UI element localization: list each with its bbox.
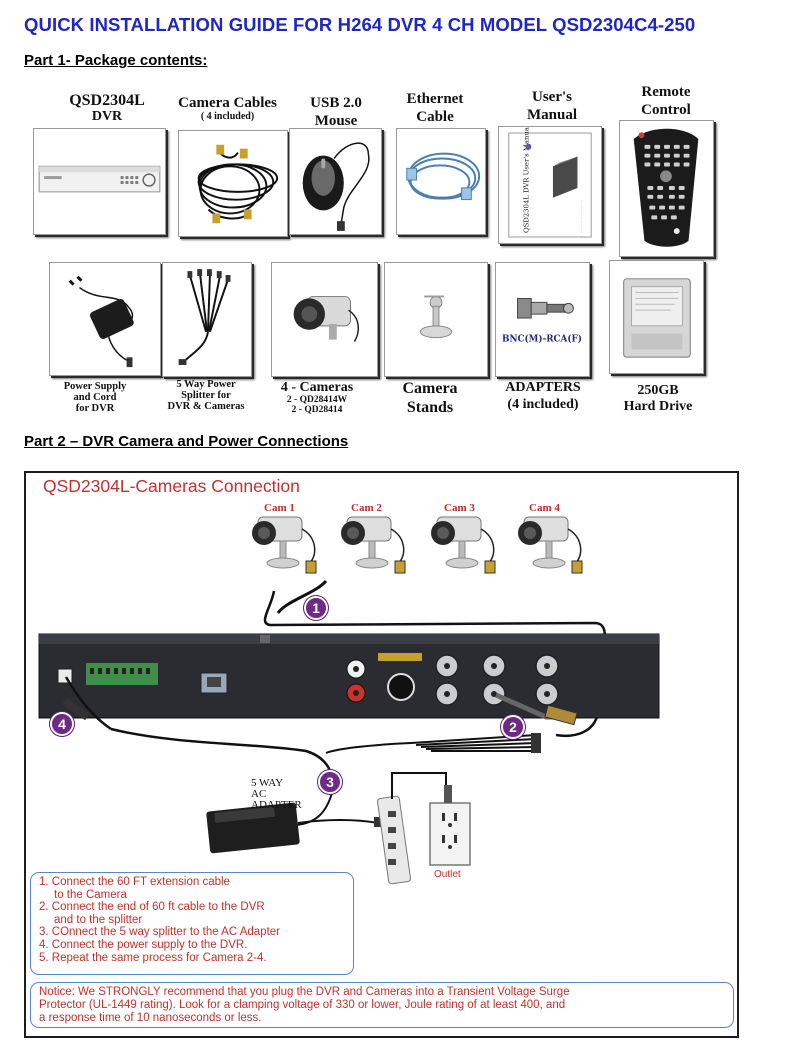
caption-line: DVR & Cameras (167, 401, 245, 413)
step-line: 4. Connect the power supply to the DVR. (39, 938, 248, 951)
caption-power-supply: Power Supply and Cord for DVR (49, 381, 141, 414)
caption-line: ( 4 included) (200, 110, 255, 122)
caption-camera-stands: Camera Stands (384, 379, 476, 417)
step-line: 2. Connect the end of 60 ft cable to the… (39, 901, 265, 914)
caption-line: (4 included) (507, 396, 579, 412)
step-line: to the Camera (54, 888, 127, 901)
adapter-label-line: AC (251, 788, 267, 800)
power-splitter-image (162, 262, 252, 377)
caption-line: Camera Cables (178, 95, 277, 111)
manual-spine-text: QSD2304L DVR User's Manual (522, 127, 530, 233)
caption-line: USB 2.0 (310, 95, 362, 111)
caption-power-splitter: 5 Way Power Splitter for DVR & Cameras (160, 379, 252, 412)
cam-label-3: Cam 3 (444, 502, 475, 514)
caption-cameras: 4 - Cameras 2 - QD28414W 2 - QD28414 (266, 380, 368, 416)
caption-line: 250GB (637, 383, 679, 398)
caption-line: 2 - QD28414W (286, 394, 348, 405)
cam-label-2: Cam 2 (351, 502, 382, 514)
notice-box: Notice: We STRONGLY recommend that you p… (30, 982, 734, 1028)
caption-line: QSD2304L (69, 92, 145, 109)
steps-box: 1. Connect the 60 FT extension cable to … (30, 872, 354, 975)
diagram-camera-3 (431, 516, 496, 574)
connection-diagram: QSD2304L-Cameras Connection Cam 1 Cam 2 … (24, 471, 739, 1038)
caption-users-manual: User's Manual (512, 88, 592, 124)
caption-dvr: QSD2304L DVR (52, 92, 162, 124)
step-line: and to the splitter (54, 913, 143, 926)
caption-usb-mouse: USB 2.0 Mouse (296, 94, 376, 130)
caption-line: 4 - Cameras (280, 380, 354, 395)
connection-diagram-art (38, 516, 660, 885)
usb-mouse-image (289, 128, 382, 235)
diagram-camera-2 (341, 516, 406, 574)
caption-line: Stands (406, 399, 454, 417)
caption-line: 5 Way Power (176, 379, 236, 390)
step-badge-3: 3 (318, 770, 342, 794)
caption-line: Power Supply (63, 381, 127, 392)
remote-control-image (619, 120, 714, 257)
camera-stand-image (384, 262, 488, 377)
caption-line: Cable (416, 109, 454, 125)
outlet-label: Outlet (434, 869, 461, 880)
caption-line: Manual (526, 107, 577, 123)
adapter-label-line: 5 WAY (251, 777, 284, 789)
cam-label-1: Cam 1 (264, 502, 295, 514)
part1-heading: Part 1- Package contents: (24, 52, 208, 69)
part2-heading: Part 2 – DVR Camera and Power Connection… (24, 433, 349, 450)
adapter-label: 5 WAY AC ADAPTER (251, 778, 302, 811)
step-line: 5. Repeat the same process for Camera 2-… (39, 951, 267, 964)
step-badge-4: 4 (50, 712, 74, 736)
caption-line: Control (641, 102, 691, 118)
power-supply-image (49, 262, 161, 376)
diagram-camera-1 (252, 516, 317, 574)
step-line: 1. Connect the 60 FT extension cable (39, 876, 230, 888)
document-title: QUICK INSTALLATION GUIDE FOR H264 DVR 4 … (24, 14, 696, 35)
caption-line: Hard Drive (623, 399, 693, 415)
caption-line: DVR (91, 108, 123, 124)
diagram-camera-4 (518, 516, 583, 574)
caption-line: 2 - QD28414 (291, 404, 343, 415)
caption-camera-cables: Camera Cables ( 4 included) (170, 95, 285, 122)
caption-line: Remote (641, 84, 691, 100)
bnc-adapter-image: BNC(M)-RCA(F) (495, 262, 590, 377)
caption-line: and Cord (73, 392, 117, 404)
step-badge-1: 1 (304, 596, 328, 620)
caption-ethernet-cable: Ethernet Cable (392, 90, 478, 126)
camera-image (271, 262, 378, 377)
caption-line: User's (532, 89, 572, 105)
caption-line: Ethernet (406, 91, 464, 107)
adapter-label-line: ADAPTER (251, 799, 302, 811)
caption-line: Mouse (314, 113, 358, 129)
notice-line: a response time of 10 nanoseconds or les… (39, 1012, 262, 1024)
caption-adapters: ADAPTERS (4 included) (490, 380, 596, 414)
caption-line: ADAPTERS (505, 380, 581, 395)
cam-label-4: Cam 4 (529, 502, 560, 514)
caption-line: for DVR (75, 403, 115, 415)
camera-cables-image (178, 130, 288, 237)
notice-line: Notice: We STRONGLY recommend that you p… (39, 986, 570, 998)
caption-line: Splitter for (181, 390, 231, 402)
svg-text:· · · · · · · · · · · · · ·: · · · · · · · · · · · · · · (579, 200, 584, 234)
caption-line: Camera (402, 380, 458, 397)
users-manual-image: QSD2304L DVR User's Manual · · · · · · ·… (498, 126, 602, 244)
diagram-title: QSD2304L-Cameras Connection (43, 476, 300, 496)
dvr-image (33, 128, 166, 235)
step-line: 3. COnnect the 5 way splitter to the AC … (39, 926, 280, 939)
hard-drive-image (609, 260, 704, 374)
ethernet-cable-image (396, 128, 486, 235)
caption-hard-drive: 250GB Hard Drive (608, 383, 708, 415)
step-badge-2: 2 (501, 715, 525, 739)
notice-line: Protector (UL-1449 rating). Look for a c… (39, 999, 566, 1011)
caption-remote-control: Remote Control (624, 83, 708, 119)
adapter-type-label: BNC(M)-RCA(F) (502, 334, 582, 345)
